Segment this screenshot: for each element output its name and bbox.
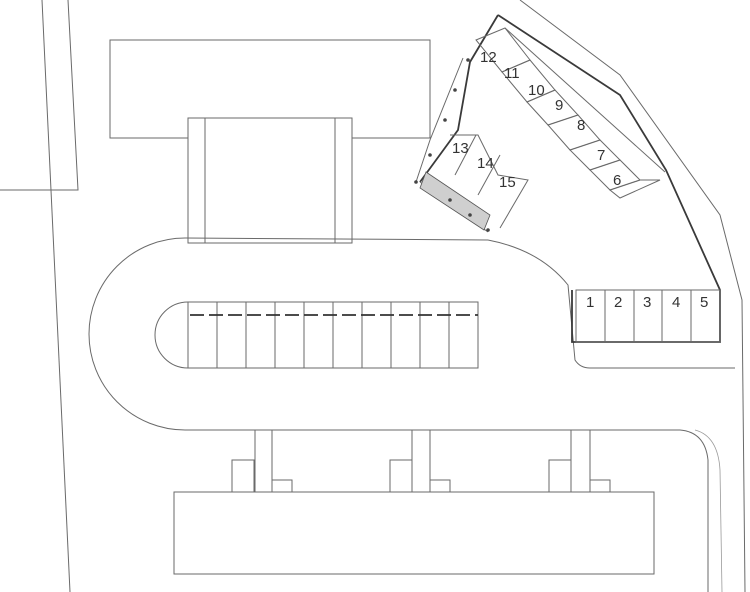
stall-label-6: 6 bbox=[613, 172, 621, 189]
center-island bbox=[154, 301, 479, 369]
stall-label-11: 11 bbox=[504, 65, 520, 82]
stall-label-3: 3 bbox=[643, 294, 651, 311]
stall-row-inner bbox=[450, 134, 529, 229]
stall-label-7: 7 bbox=[597, 147, 605, 164]
stall-label-13: 13 bbox=[452, 140, 469, 157]
stall-label-15: 15 bbox=[499, 174, 516, 191]
hatched-buffer bbox=[419, 171, 491, 231]
entry-connector-middle bbox=[389, 430, 451, 493]
stall-label-14: 14 bbox=[477, 155, 494, 172]
entry-connector-west bbox=[231, 430, 293, 493]
stall-row-upper bbox=[475, 27, 666, 199]
stall-labels: 1 2 3 4 5 6 7 8 9 10 11 12 13 14 15 bbox=[452, 49, 708, 311]
building-connector bbox=[187, 117, 353, 244]
stall-label-4: 4 bbox=[672, 294, 680, 311]
driveway-loop bbox=[88, 237, 735, 592]
building-south bbox=[173, 430, 655, 575]
stall-label-5: 5 bbox=[700, 294, 708, 311]
stall-label-12: 12 bbox=[480, 49, 497, 66]
stall-label-2: 2 bbox=[614, 294, 622, 311]
stall-label-1: 1 bbox=[586, 294, 594, 311]
stall-row-east bbox=[575, 289, 721, 343]
stall-label-9: 9 bbox=[555, 97, 563, 114]
ne-parking-lot bbox=[414, 14, 721, 343]
stall-label-8: 8 bbox=[577, 117, 585, 134]
stall-label-10: 10 bbox=[528, 82, 545, 99]
entry-connector-east bbox=[548, 430, 611, 493]
